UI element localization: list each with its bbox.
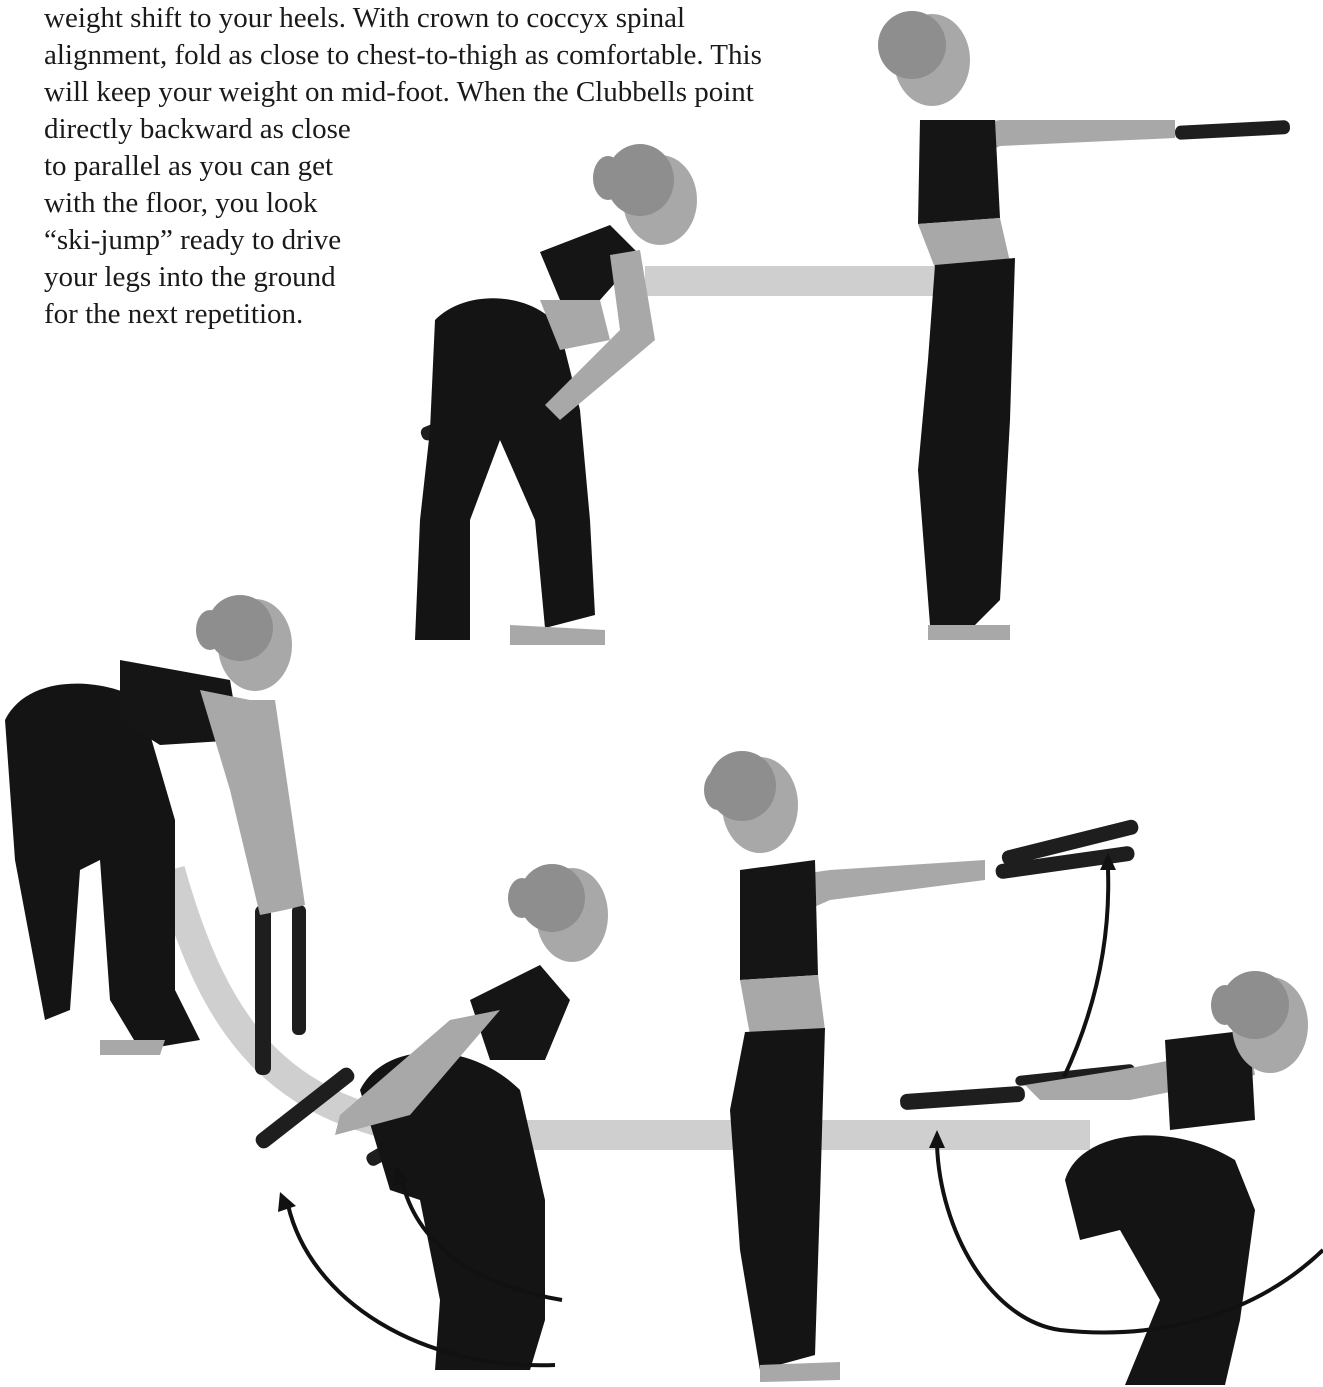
figure-bottom-standing <box>704 751 1140 1382</box>
figure-top-hinge <box>415 144 697 645</box>
figure-top-standing <box>878 11 1290 640</box>
arrow-up-right <box>1064 870 1108 1077</box>
figure-bottom-squat-back <box>253 864 608 1370</box>
figure-bottom-right-squat <box>900 971 1308 1385</box>
arrowhead-left-large <box>278 1192 296 1212</box>
figure-left-hinge <box>5 595 306 1075</box>
